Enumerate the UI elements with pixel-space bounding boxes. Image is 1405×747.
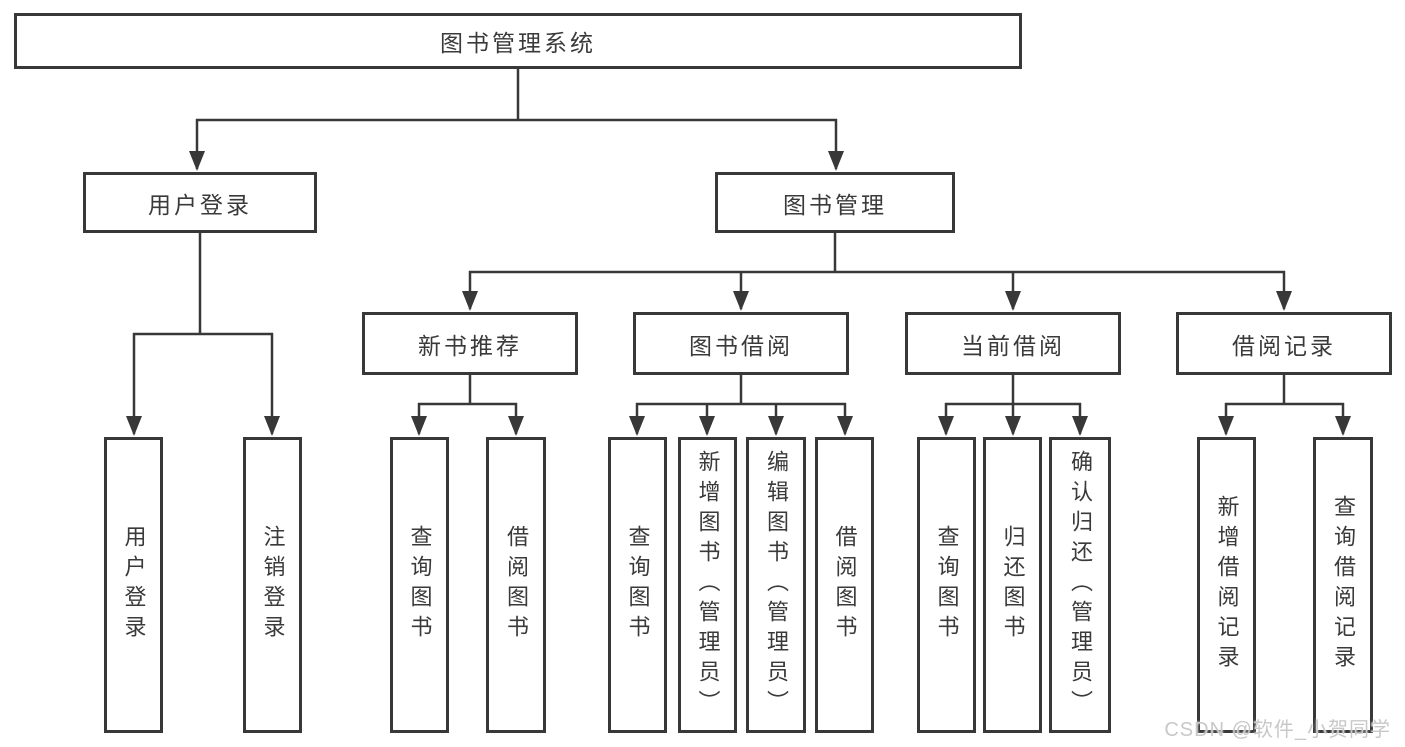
leaf-borrow-books-borrow: 借阅图书 xyxy=(815,437,874,733)
node-book-management-label: 图书管理 xyxy=(783,191,887,218)
node-book-borrow: 图书借阅 xyxy=(633,312,849,375)
leaf-edit-book-admin: 编辑图书（管理员） xyxy=(746,437,806,733)
node-book-management: 图书管理 xyxy=(715,172,955,233)
node-user-login: 用户登录 xyxy=(83,172,317,233)
watermark: CSDN @软件_小贺同学 xyxy=(1164,719,1391,741)
node-current-borrow: 当前借阅 xyxy=(905,312,1121,375)
node-new-book-recommend-label: 新书推荐 xyxy=(418,332,522,359)
node-user-login-label: 用户登录 xyxy=(148,191,252,218)
leaf-add-borrow-record: 新增借阅记录 xyxy=(1197,437,1256,733)
leaf-query-borrow-record: 查询借阅记录 xyxy=(1313,437,1373,733)
node-borrow-records-label: 借阅记录 xyxy=(1232,332,1336,359)
leaf-user-login: 用户登录 xyxy=(104,437,163,733)
node-new-book-recommend: 新书推荐 xyxy=(362,312,578,375)
leaf-query-books-recommend: 查询图书 xyxy=(390,437,449,733)
node-root: 图书管理系统 xyxy=(14,13,1022,69)
leaf-query-books-borrow: 查询图书 xyxy=(608,437,667,733)
node-root-label: 图书管理系统 xyxy=(440,30,596,56)
leaf-borrow-books-recommend: 借阅图书 xyxy=(486,437,546,733)
leaf-add-book-admin: 新增图书（管理员） xyxy=(678,437,737,733)
leaf-query-books-current: 查询图书 xyxy=(917,437,976,733)
leaf-logout: 注销登录 xyxy=(243,437,302,733)
leaf-return-book: 归还图书 xyxy=(983,437,1042,733)
node-book-borrow-label: 图书借阅 xyxy=(689,332,793,359)
node-current-borrow-label: 当前借阅 xyxy=(961,332,1065,359)
node-borrow-records: 借阅记录 xyxy=(1176,312,1392,375)
leaf-confirm-return-admin: 确认归还（管理员） xyxy=(1049,437,1111,733)
